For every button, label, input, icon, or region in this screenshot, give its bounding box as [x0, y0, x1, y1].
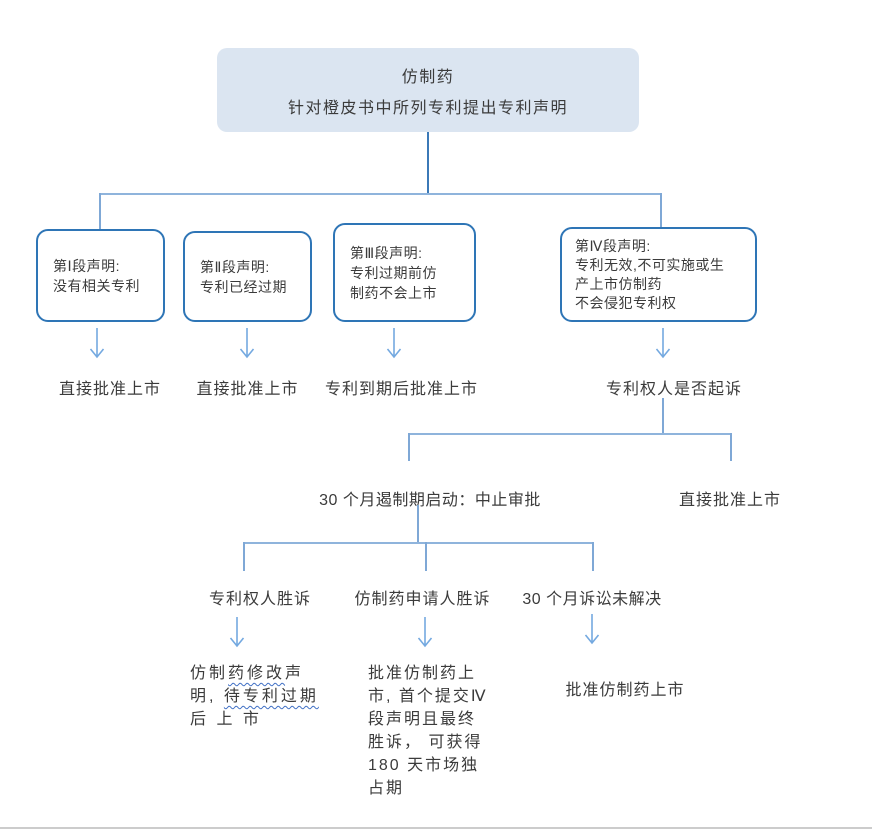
node-30-month-stay: 30 个月遏制期启动：中止审批	[319, 492, 541, 509]
statement-2-line: 第Ⅱ段声明:	[200, 258, 270, 275]
result-exclusivity-line: 批准仿制药上	[368, 665, 477, 682]
root-node-title: 仿制药	[401, 68, 455, 86]
node-patentee-wins: 专利权人胜诉	[208, 591, 311, 608]
statement-box-paragraph-3: 第Ⅲ段声明: 专利过期前仿 制药不会上市	[333, 223, 476, 322]
result-amend-statement: 仿制药修改声 明, 待专利过期 后 上 市	[190, 662, 325, 731]
statement-1-line: 第Ⅰ段声明:	[53, 257, 121, 274]
statement-box-paragraph-2: 第Ⅱ段声明: 专利已经过期	[183, 231, 312, 322]
connector-branch-bar-top	[99, 193, 661, 195]
statement-1-line: 没有相关专利	[53, 277, 140, 294]
statement-4-line: 第Ⅳ段声明:	[575, 237, 651, 254]
outcome-approval-after-expiry: 专利到期后批准上市	[325, 381, 479, 398]
statement-3-line: 专利过期前仿	[350, 264, 437, 281]
result-exclusivity-line: 占期	[368, 780, 405, 797]
outcome-direct-approval-3: 直接批准上市	[678, 492, 781, 509]
result-amend-line: 仿制药修改声	[190, 662, 325, 685]
statement-4-line: 不会侵犯专利权	[575, 294, 677, 311]
text-segment: 声	[285, 665, 305, 682]
statement-3-line: 制药不会上市	[350, 284, 437, 301]
connector-litigation-bar	[243, 542, 593, 544]
connector-litigation-drop-left	[243, 542, 245, 571]
result-approval-generic: 批准仿制药上市	[565, 682, 685, 699]
statement-box-paragraph-4: 第Ⅳ段声明: 专利无效,不可实施或生 产上市仿制药 不会侵犯专利权	[560, 227, 757, 322]
text-segment-misspell: 待专利过期	[223, 688, 319, 705]
down-arrow-icon	[584, 614, 600, 645]
result-exclusivity-line: 180 天市场独	[368, 757, 480, 774]
connector-litigation-drop-right	[592, 542, 594, 571]
connector-root-feeder	[427, 132, 429, 193]
connector-drop-left	[99, 193, 101, 229]
decision-patentee-sue: 专利权人是否起诉	[605, 381, 742, 398]
connector-litigation-drop-middle	[425, 542, 427, 571]
down-arrow-icon	[89, 328, 105, 359]
statement-4-line: 产上市仿制药	[575, 275, 662, 292]
connector-litigation-feeder	[417, 505, 419, 543]
text-segment-misspell: 药修改	[228, 665, 286, 682]
result-exclusivity-line: 市, 首个提交Ⅳ	[368, 688, 488, 705]
down-arrow-icon	[239, 328, 255, 359]
statement-box-paragraph-1: 第Ⅰ段声明: 没有相关专利	[36, 229, 165, 322]
statement-3-line: 第Ⅲ段声明:	[350, 244, 423, 261]
node-unresolved-30-months: 30 个月诉讼未解决	[522, 591, 662, 608]
connector-sue-drop-right	[730, 433, 732, 461]
down-arrow-icon	[229, 617, 245, 648]
result-exclusivity-line: 胜诉， 可获得	[368, 734, 483, 751]
statement-2-line: 专利已经过期	[200, 278, 287, 295]
node-applicant-wins: 仿制药申请人胜诉	[354, 591, 491, 608]
text-segment: 后 上 市	[190, 711, 262, 728]
connector-sue-feeder	[662, 398, 664, 434]
connector-sue-drop-left	[408, 433, 410, 461]
statement-4-line: 专利无效,不可实施或生	[575, 256, 725, 273]
root-node-subtitle: 针对橙皮书中所列专利提出专利声明	[287, 99, 568, 117]
outcome-direct-approval-2: 直接批准上市	[196, 381, 299, 398]
outcome-direct-approval-1: 直接批准上市	[58, 381, 161, 398]
result-exclusivity-line: 段声明且最终	[368, 711, 477, 728]
down-arrow-icon	[417, 617, 433, 648]
text-segment: 仿制	[190, 665, 229, 682]
connector-sue-bar	[408, 433, 731, 435]
down-arrow-icon	[386, 328, 402, 359]
page-edge-divider	[0, 827, 872, 829]
down-arrow-icon	[655, 328, 671, 359]
text-segment: 明,	[190, 688, 224, 705]
result-amend-line: 后 上 市	[190, 708, 325, 731]
result-amend-line: 明, 待专利过期	[190, 685, 325, 708]
connector-drop-right	[660, 193, 662, 227]
result-approval-exclusivity: 批准仿制药上 市, 首个提交Ⅳ 段声明且最终 胜诉， 可获得 180 天市场独 …	[368, 662, 498, 800]
root-node-generic-drug: 仿制药 针对橙皮书中所列专利提出专利声明	[217, 48, 639, 132]
